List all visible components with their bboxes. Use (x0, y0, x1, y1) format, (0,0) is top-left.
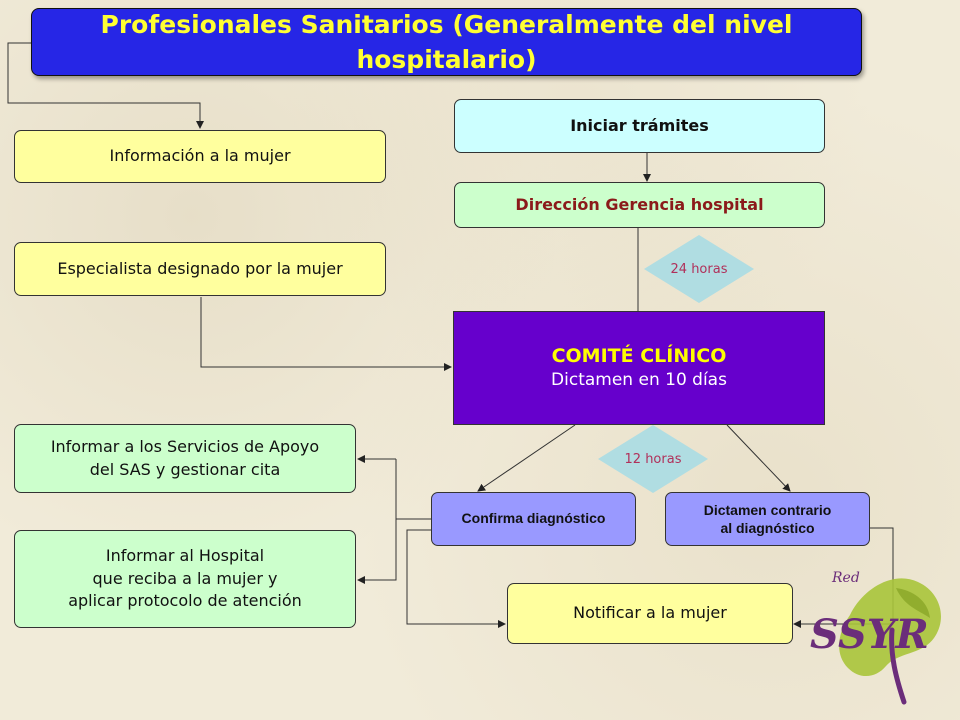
box-especialista: Especialista designado por la mujer (14, 242, 386, 296)
diamond-12-horas: 12 horas (598, 425, 708, 493)
iniciar-label: Iniciar trámites (570, 115, 709, 135)
red-ssyr-logo: Red SSYR (810, 570, 941, 705)
arrow-comite-to-confirma (477, 424, 576, 492)
informacion-label: Información a la mujer (109, 146, 291, 166)
comite-title: COMITÉ CLÍNICO (551, 344, 727, 367)
box-informacion: Información a la mujer (14, 130, 386, 183)
arrow-confirma-to-notificar (406, 529, 506, 628)
arrow-title-to-informacion (7, 42, 204, 129)
diamond-24-shape (644, 235, 754, 303)
hospital-line-1: Informar al Hospital (105, 546, 265, 566)
confirma-label: Confirma diagnóstico (461, 510, 606, 527)
box-informar-hospital: Informar al Hospital que reciba a la muj… (14, 530, 356, 628)
logo-red-text: Red (831, 570, 860, 586)
arrow-contrario-to-notificar (793, 527, 894, 628)
title-text: Profesionales Sanitarios (Generalmente d… (100, 10, 793, 74)
servicios-line-2: del SAS y gestionar cita (89, 459, 281, 479)
box-direccion-gerencia: Dirección Gerencia hospital (454, 182, 825, 228)
title-banner: Profesionales Sanitarios (Generalmente d… (31, 8, 862, 76)
notificar-label: Notificar a la mujer (573, 603, 727, 623)
arrow-especialista-to-comite (200, 297, 452, 371)
box-confirma-diagnostico: Confirma diagnóstico (431, 492, 636, 546)
box-dictamen-contrario: Dictamen contrario al diagnóstico (665, 492, 870, 546)
direccion-label: Dirección Gerencia hospital (515, 194, 764, 214)
box-iniciar-tramites: Iniciar trámites (454, 99, 825, 153)
arrow-comite-to-contrario (726, 424, 791, 492)
logo-main-text: SSYR (810, 611, 929, 658)
logo-stem (889, 627, 907, 705)
contrario-line-2: al diagnóstico (720, 520, 815, 536)
arrow-to-hospital (357, 519, 397, 584)
box-notificar-mujer: Notificar a la mujer (507, 583, 793, 644)
diamond-24-label: 24 horas (670, 261, 728, 277)
logo-leaf-shadow (896, 588, 930, 618)
diamond-12-shape (598, 425, 708, 493)
line-confirma-to-left (395, 459, 431, 520)
hospital-line-3: aplicar protocolo de atención (68, 591, 302, 611)
diamond-24-horas: 24 horas (644, 235, 754, 303)
diamond-12-label: 12 horas (624, 451, 682, 467)
comite-subtitle: Dictamen en 10 días (551, 370, 727, 391)
box-comite-clinico: COMITÉ CLÍNICO Dictamen en 10 días (453, 311, 825, 425)
especialista-label: Especialista designado por la mujer (57, 258, 343, 278)
contrario-line-1: Dictamen contrario (703, 501, 832, 518)
box-servicios-apoyo: Informar a los Servicios de Apoyo del SA… (14, 424, 356, 493)
servicios-line-1: Informar a los Servicios de Apoyo (50, 437, 320, 457)
hospital-line-2: que reciba a la mujer y (92, 568, 278, 588)
